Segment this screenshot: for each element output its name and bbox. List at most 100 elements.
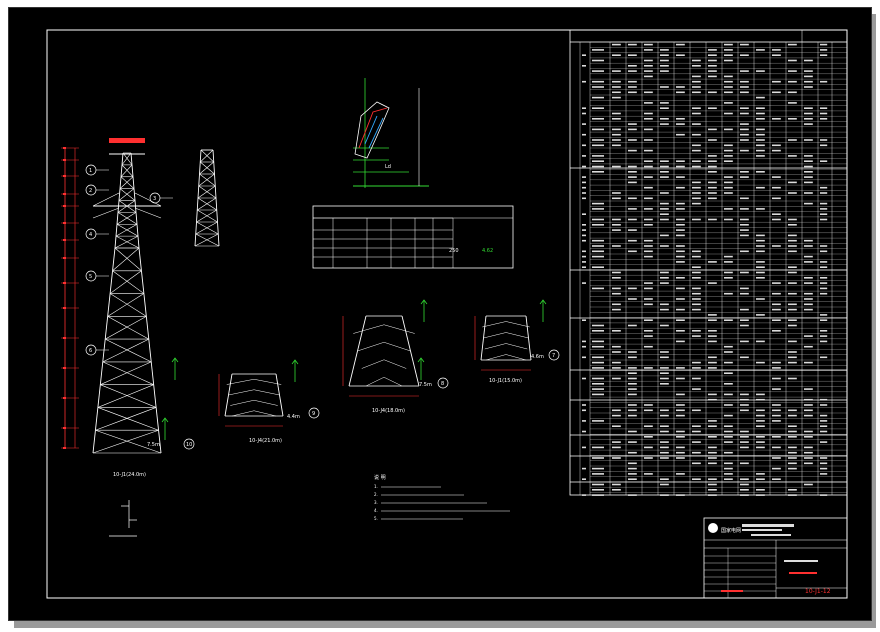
tower-leg [114,236,117,249]
material-table-cell-value [676,229,685,231]
material-table-cell-value [628,181,637,184]
material-table-cell-value [644,255,653,258]
material-table-cell-value [628,250,637,253]
material-table-cell-value [676,393,685,396]
tower-leg [104,316,109,340]
material-table-cell-value [592,356,604,359]
main-tower-elevation [61,138,162,454]
material-table-cell-value [804,436,813,438]
material-table-cell-value [740,149,749,152]
material-table-cell-value [628,478,637,480]
material-table-cell-value [660,202,669,205]
material-table-cell-value [740,398,749,401]
material-table-cell-value [772,118,781,120]
material-table-cell-value [592,239,604,242]
material-table-cell-value [628,128,637,131]
material-table-cell-value [612,425,621,427]
tower-brace [195,221,218,235]
material-table-cell-value [612,192,621,194]
material-table-cell-value [582,319,586,321]
material-table-cell-value [724,186,733,189]
material-table-cell-value [756,139,765,141]
tower-brace [105,316,147,340]
material-table-cell-value [788,451,797,454]
material-table-cell-value [788,91,797,94]
tower-brace [95,429,162,454]
material-table-cell-value [582,107,586,109]
tower-brace [118,188,135,201]
material-table-cell-value [804,155,813,157]
drawing-border [46,29,848,599]
material-table-cell-value [708,425,717,427]
tower-brace [117,212,138,225]
material-table-cell-value [820,398,828,401]
material-table-cell-value [692,255,701,258]
material-table-cell-value [592,383,604,385]
material-table-cell-value [740,483,749,486]
material-table-cell-value [692,112,701,115]
material-table-cell-value [692,388,701,390]
tower-brace [194,233,219,247]
tower-brace [112,247,140,272]
material-table-cell-value [804,261,813,263]
material-table-cell-value [740,234,749,237]
tower-brace [197,185,216,199]
dimension-tick-mark [63,427,66,429]
material-table-cell-value [756,398,765,401]
material-table-cell-value [644,446,653,449]
material-table-cell-value [644,208,653,210]
material-table-cell-value [708,49,717,51]
circle-marker-10 [183,438,195,450]
material-table-cell-value [676,160,685,162]
material-table-cell-value [820,356,828,359]
material-table-cell-value [644,298,653,300]
title-block-border [703,517,848,599]
material-table-cell-value [740,218,749,221]
material-table-cell-value [644,303,653,306]
tower-leg [99,361,104,385]
material-table-cell-value [740,229,749,231]
material-table-cell-value [676,118,685,120]
title-block-text-stub [751,534,791,536]
tower-leg [135,212,138,225]
material-table-cell-value [708,128,717,131]
material-table-cell-value [612,80,621,83]
material-table-cell-value [692,86,701,88]
material-table-cell-value [692,218,701,221]
material-table-cell-value [628,229,637,231]
tower-leg [112,247,116,271]
material-table-cell-value [708,59,717,62]
material-table-cell-value [676,123,685,125]
material-table-cell-value [788,59,797,62]
leg-brace [482,321,507,328]
material-table-cell-value [692,292,701,295]
material-table-cell-value [644,245,653,247]
material-table-cell-value [612,133,621,136]
material-table-cell-value [820,287,828,290]
material-table-cell-value [724,176,733,178]
title-block [703,517,848,599]
material-table-cell-value [772,292,781,295]
material-table-cell-value [628,70,637,72]
material-table-cell-value [820,118,828,120]
material-table-cell-value [582,54,586,56]
material-table-cell-value [772,49,781,51]
leg-extension-c [474,315,532,371]
material-table-cell-value [724,383,733,385]
material-table-cell-value [692,287,701,290]
material-table-cell-value [660,70,669,72]
material-table-cell-value [628,356,637,359]
material-table-cell-value [644,367,653,369]
material-table-cell-value [708,356,717,359]
material-table-cell-value [612,287,621,290]
material-table-cell-value [676,446,685,449]
material-table-cell-value [582,494,586,496]
material-table-cell-value [756,239,765,242]
material-table-cell-value [692,441,701,443]
material-table-cell-value [708,186,717,189]
material-table-cell-value [820,404,828,406]
material-table-cell-value [628,86,637,88]
material-table-cell-value [692,367,701,369]
leg-brace [485,354,507,361]
material-table-cell-value [740,292,749,295]
